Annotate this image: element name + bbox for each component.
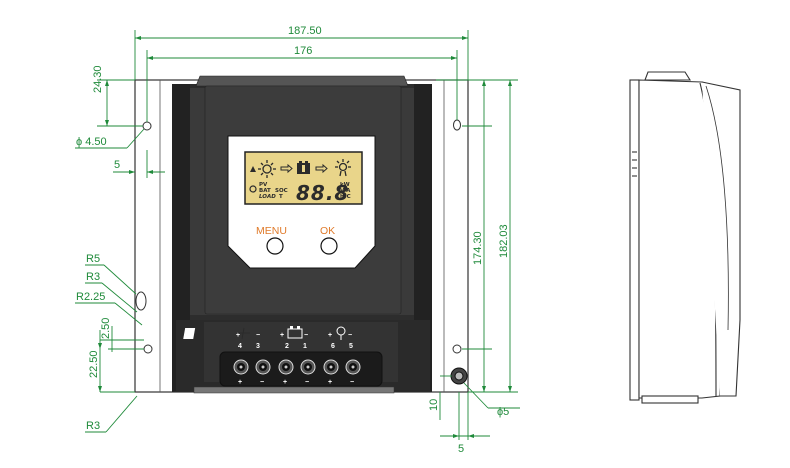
controller-body — [172, 75, 432, 394]
svg-text:+: + — [328, 332, 332, 339]
dim-overall-width: 187.50 — [288, 25, 322, 37]
terminal-screw — [323, 359, 339, 375]
load-bulb-terminal-icon: + − — [328, 326, 352, 340]
terminal-polarity: − — [305, 379, 309, 386]
dim-bottom-hole-diameter: ϕ5 — [497, 406, 509, 418]
terminal-number: 2 — [285, 343, 289, 350]
terminal-screw — [345, 359, 361, 375]
arrow-icon — [280, 163, 293, 174]
ok-button[interactable] — [320, 237, 338, 255]
dim-radius-r5: R5 — [86, 253, 100, 265]
dim-edge-offset: 5 — [114, 159, 120, 171]
terminal-number: 4 — [238, 343, 242, 350]
lcd-screen: PV BAT LOAD SOC T 88.8 kW V A h°C — [244, 151, 363, 205]
dimension-lines — [75, 30, 520, 440]
lcd-unit-bot: h°C — [340, 194, 351, 200]
gear-icon — [249, 185, 257, 193]
dim-slot-22-50: 22.50 — [88, 350, 100, 378]
lcd-load-label: LOAD — [259, 194, 276, 200]
menu-button-label: MENU — [256, 225, 287, 237]
svg-text:−: − — [304, 332, 308, 339]
dim-radius-r3-upper: R3 — [86, 271, 100, 283]
lcd-unit-top: kW — [340, 182, 350, 188]
lcd-pv-label: PV — [259, 182, 268, 188]
mount-hole-top-left — [142, 121, 152, 131]
menu-button[interactable] — [266, 237, 284, 255]
mount-hole-bottom-left — [143, 344, 153, 354]
dim-bottom-edge-5: 5 — [458, 443, 464, 455]
terminal-screw — [300, 359, 316, 375]
terminal-screws — [233, 359, 361, 375]
svg-text:+: + — [280, 332, 284, 339]
terminal-polarity: − — [260, 379, 264, 386]
terminal-polarity: + — [328, 379, 332, 386]
lcd-unit-mid: V A — [340, 188, 351, 194]
lcd-digits: 88.8 — [296, 181, 349, 205]
ground-screw — [450, 367, 468, 385]
dim-hole-diameter: ϕ 4.50 — [76, 136, 107, 148]
dim-bottom-offset-10: 10 — [428, 399, 440, 411]
mount-slot-left — [135, 291, 147, 311]
terminal-polarity: + — [238, 379, 242, 386]
terminal-screw — [255, 359, 271, 375]
arrow-icon — [315, 163, 328, 174]
terminal-screw — [233, 359, 249, 375]
mount-hole-bottom-right — [452, 344, 462, 354]
sun-icon — [258, 160, 276, 178]
battery-terminal-icon: + − — [280, 326, 308, 339]
dim-slot-2-50: 2.50 — [100, 318, 112, 339]
dim-hole-span-width: 176 — [294, 45, 312, 57]
warning-icon — [250, 166, 256, 172]
dim-radius-r2-25: R2.25 — [76, 291, 105, 303]
terminal-polarity: + — [283, 379, 287, 386]
terminal-number: 3 — [256, 343, 260, 350]
dim-radius-r3-lower: R3 — [86, 420, 100, 432]
terminal-number: 6 — [331, 343, 335, 350]
terminal-polarity: − — [350, 379, 354, 386]
terminal-number: 5 — [349, 343, 353, 350]
svg-text:+: + — [236, 332, 240, 339]
ok-button-label: OK — [320, 225, 335, 237]
side-view — [629, 71, 741, 404]
dim-overall-height: 182.03 — [498, 224, 510, 258]
battery-icon — [297, 161, 310, 174]
terminal-screw — [278, 359, 294, 375]
mount-hole-top-right — [453, 119, 461, 131]
svg-text:−: − — [256, 332, 260, 339]
lcd-bat-label: BAT — [259, 188, 271, 194]
dim-hole-span-height: 174.30 — [472, 231, 484, 265]
dim-top-offset: 24.30 — [92, 65, 104, 93]
solar-panel-icon: + − — [183, 327, 260, 340]
svg-text:−: − — [348, 332, 352, 339]
terminal-number: 1 — [303, 343, 307, 350]
bulb-icon — [335, 159, 351, 177]
lcd-t-label: T — [279, 194, 283, 200]
lcd-soc-label: SOC — [275, 188, 288, 194]
